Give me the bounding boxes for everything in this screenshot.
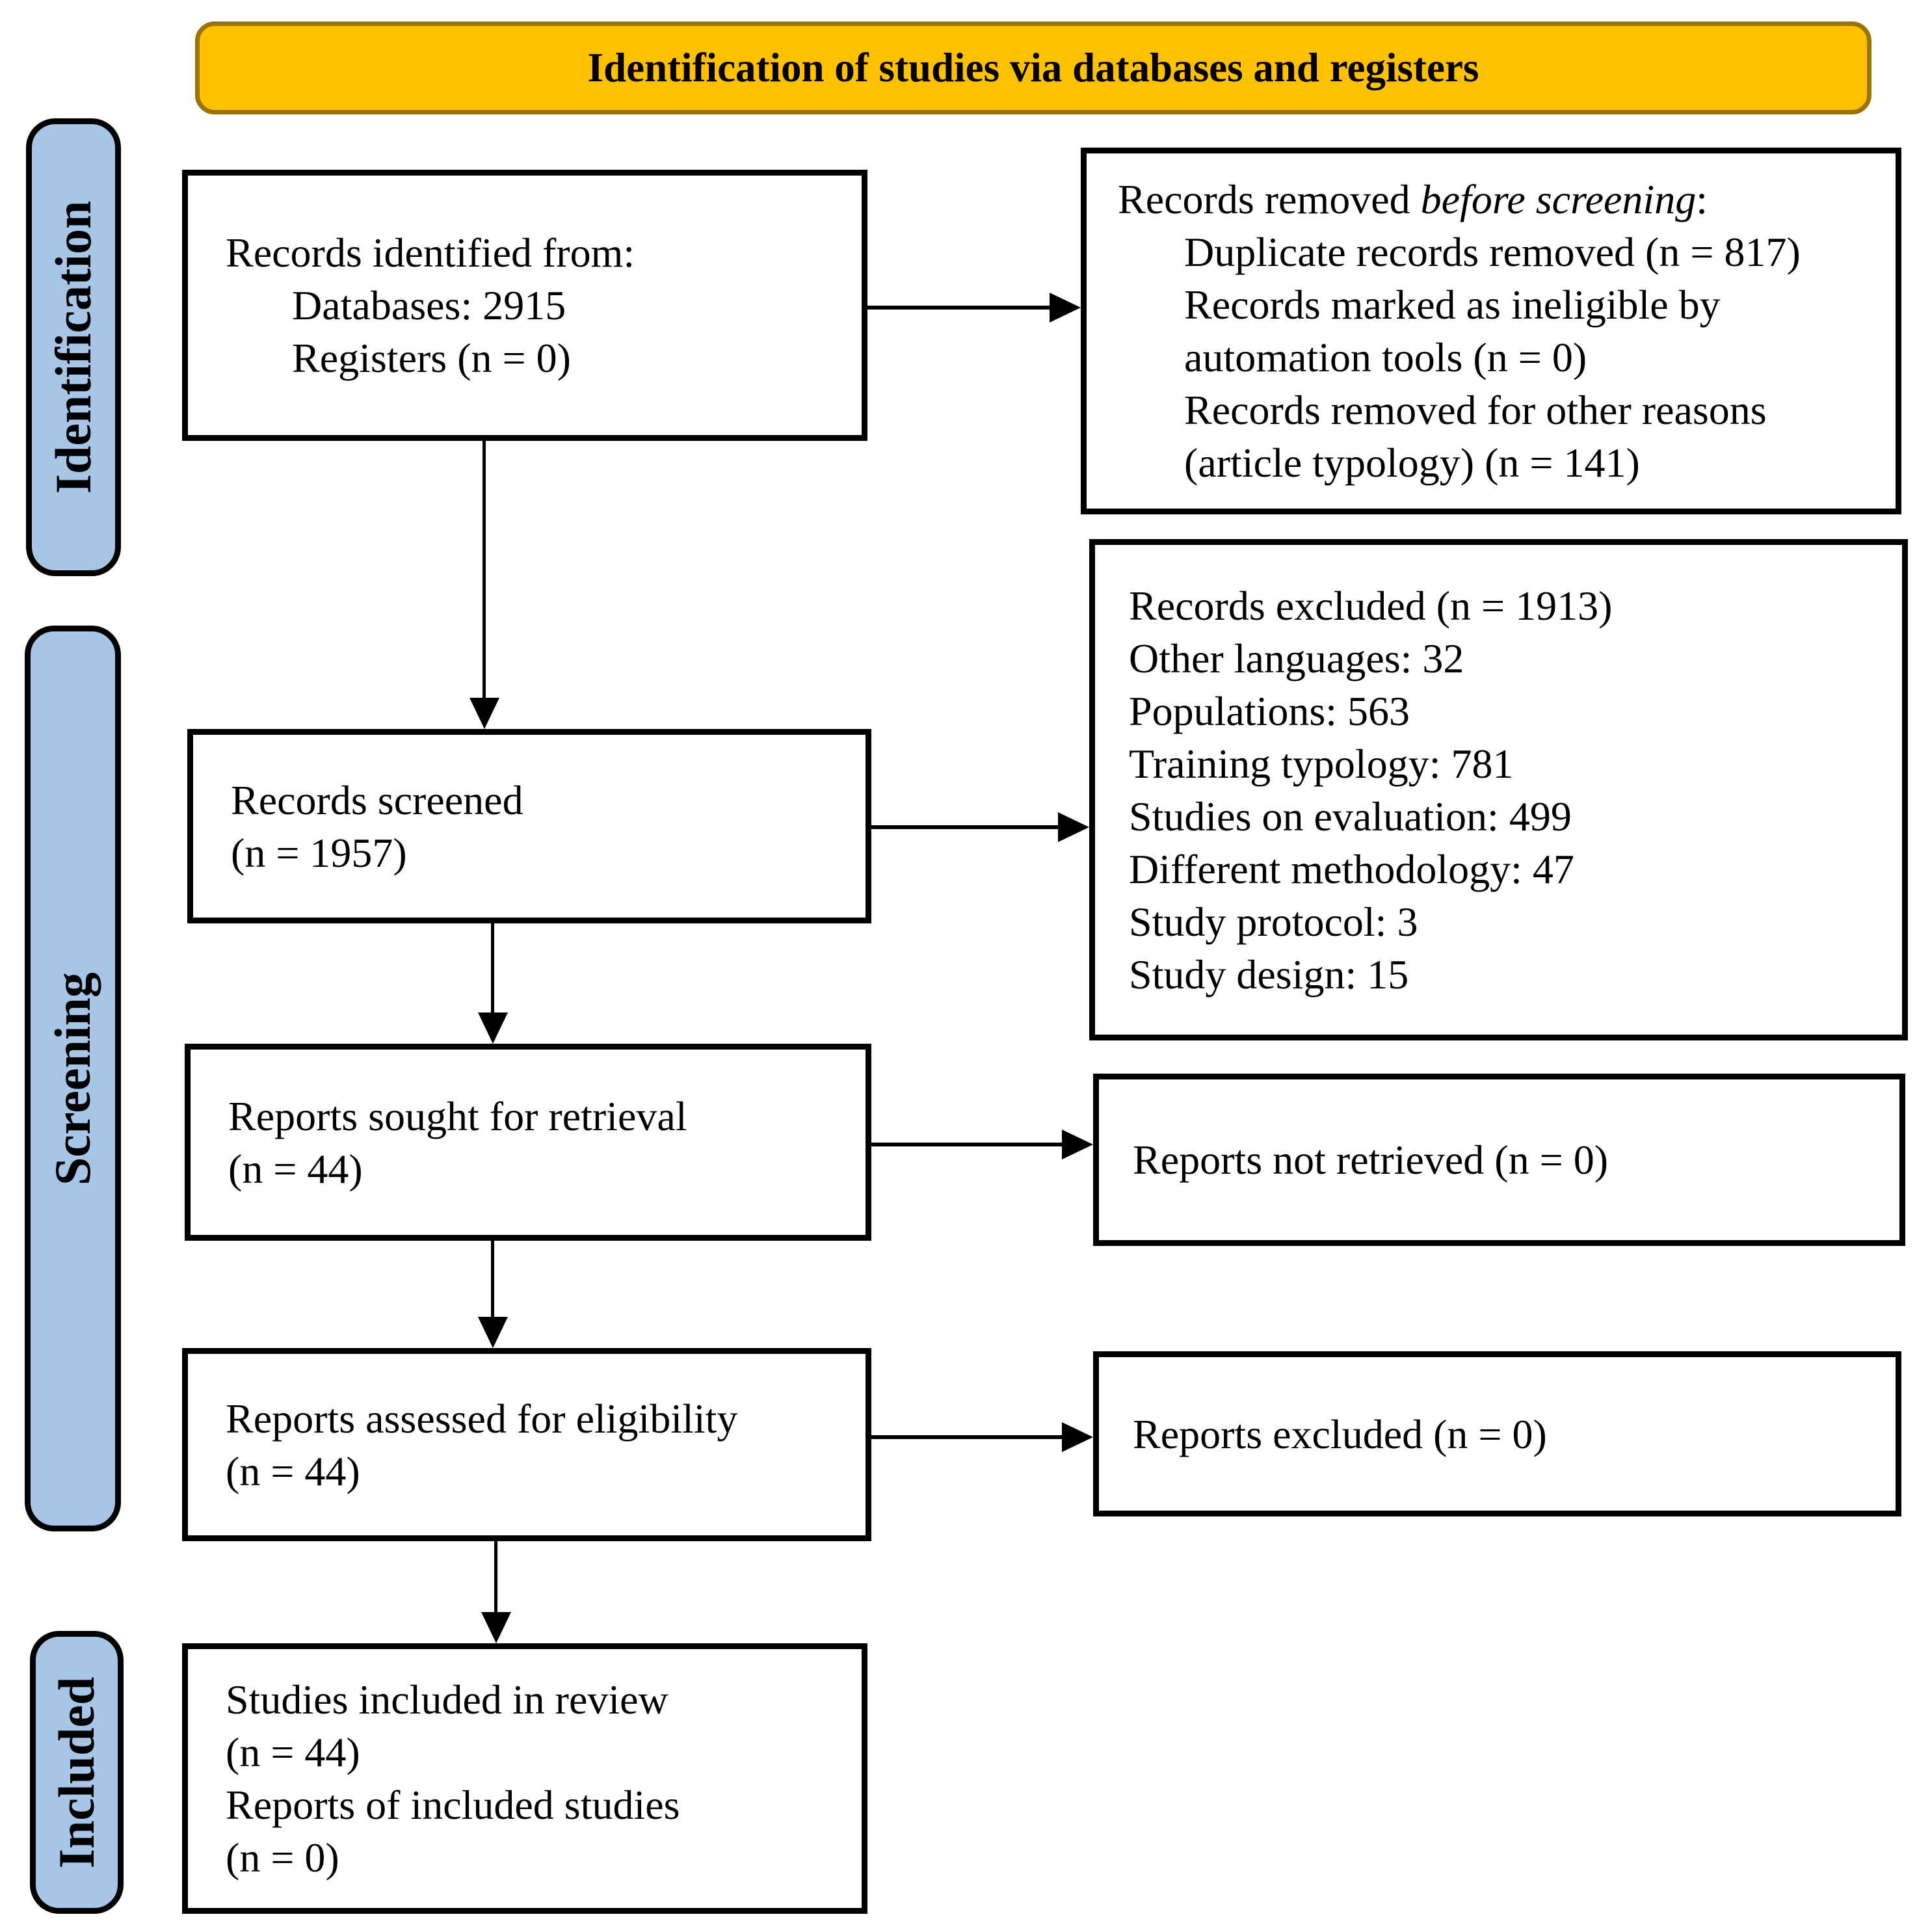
box-line: (n = 44) [228, 1145, 363, 1192]
box-line: Different methodology: 47 [1129, 845, 1574, 892]
arrow-shaft [491, 923, 494, 1016]
box-line: Duplicate records removed (n = 817) [1184, 229, 1801, 275]
box-line-text: : [1696, 176, 1708, 222]
arrowhead-down-icon [481, 1612, 511, 1643]
arrowhead-right-icon [1050, 293, 1081, 323]
arrow-shaft [494, 1541, 497, 1614]
box-line: Study protocol: 3 [1129, 898, 1418, 945]
box-line: Populations: 563 [1129, 687, 1410, 734]
arrow-shaft [871, 1143, 1064, 1146]
box-line: Records excluded (n = 1913) [1129, 582, 1613, 629]
box-line: (article typology) (n = 141) [1184, 440, 1640, 486]
box-line-italic-text: before screening [1420, 176, 1697, 222]
box-line: Reports of included studies [226, 1782, 680, 1828]
box-studies-included: Studies included in review (n = 44) Repo… [182, 1643, 867, 1914]
stage-screening: Screening [25, 626, 121, 1531]
box-line: Reports sought for retrieval [228, 1092, 687, 1139]
box-reports-assessed: Reports assessed for eligibility (n = 44… [182, 1348, 871, 1541]
box-line: Records removed before screening: [1118, 173, 1876, 226]
arrow-shaft [491, 1241, 494, 1319]
box-line: Records marked as ineligible by [1184, 282, 1721, 328]
box-line: Reports excluded (n = 0) [1133, 1410, 1547, 1457]
box-line: Databases: 2915 [292, 282, 566, 328]
arrow-shaft [867, 306, 1052, 310]
box-reports-excluded: Reports excluded (n = 0) [1093, 1351, 1901, 1516]
box-line: automation tools (n = 0) [1184, 334, 1587, 380]
arrow-shaft [871, 1435, 1064, 1439]
stage-included: Included [30, 1631, 124, 1914]
box-records-excluded: Records excluded (n = 1913) Other langua… [1089, 539, 1908, 1040]
arrowhead-right-icon [1062, 1130, 1093, 1159]
box-records-identified: Records identified from: Databases: 2915… [182, 170, 867, 441]
arrow-shaft [482, 441, 486, 700]
box-line: Records identified from: [226, 230, 635, 276]
box-line: Training typology: 781 [1129, 740, 1514, 787]
box-line: (n = 44) [226, 1448, 360, 1494]
box-line: (n = 0) [226, 1834, 339, 1881]
box-line: Study design: 15 [1129, 951, 1409, 998]
box-line: Studies included in review [226, 1676, 668, 1723]
arrowhead-right-icon [1062, 1422, 1093, 1452]
box-line-text: Records removed [1118, 176, 1421, 222]
box-reports-not-retrieved: Reports not retrieved (n = 0) [1093, 1074, 1905, 1246]
arrowhead-down-icon [478, 1317, 508, 1348]
banner: Identification of studies via databases … [195, 21, 1871, 114]
box-line: (n = 1957) [231, 829, 407, 876]
stage-included-label: Included [48, 1676, 105, 1868]
arrowhead-right-icon [1058, 812, 1089, 842]
box-line: Reports not retrieved (n = 0) [1133, 1137, 1608, 1183]
arrow-shaft [871, 825, 1060, 829]
box-records-removed: Records removed before screening: Duplic… [1081, 148, 1901, 514]
stage-identification-label: Identification [45, 200, 101, 494]
stage-screening-label: Screening [44, 972, 101, 1185]
arrowhead-down-icon [478, 1012, 508, 1044]
box-line: Records screened [231, 776, 523, 823]
arrowhead-down-icon [469, 698, 499, 729]
box-reports-sought: Reports sought for retrieval (n = 44) [185, 1044, 871, 1241]
box-line: Reports assessed for eligibility [226, 1395, 738, 1442]
box-line: Studies on evaluation: 499 [1129, 793, 1572, 840]
banner-title: Identification of studies via databases … [587, 45, 1479, 90]
box-line: (n = 44) [226, 1729, 360, 1775]
box-line: Registers (n = 0) [292, 335, 571, 381]
box-records-screened: Records screened (n = 1957) [187, 729, 871, 923]
stage-identification: Identification [26, 118, 121, 576]
box-line: Other languages: 32 [1129, 635, 1464, 681]
box-line: Records removed for other reasons [1184, 387, 1767, 433]
